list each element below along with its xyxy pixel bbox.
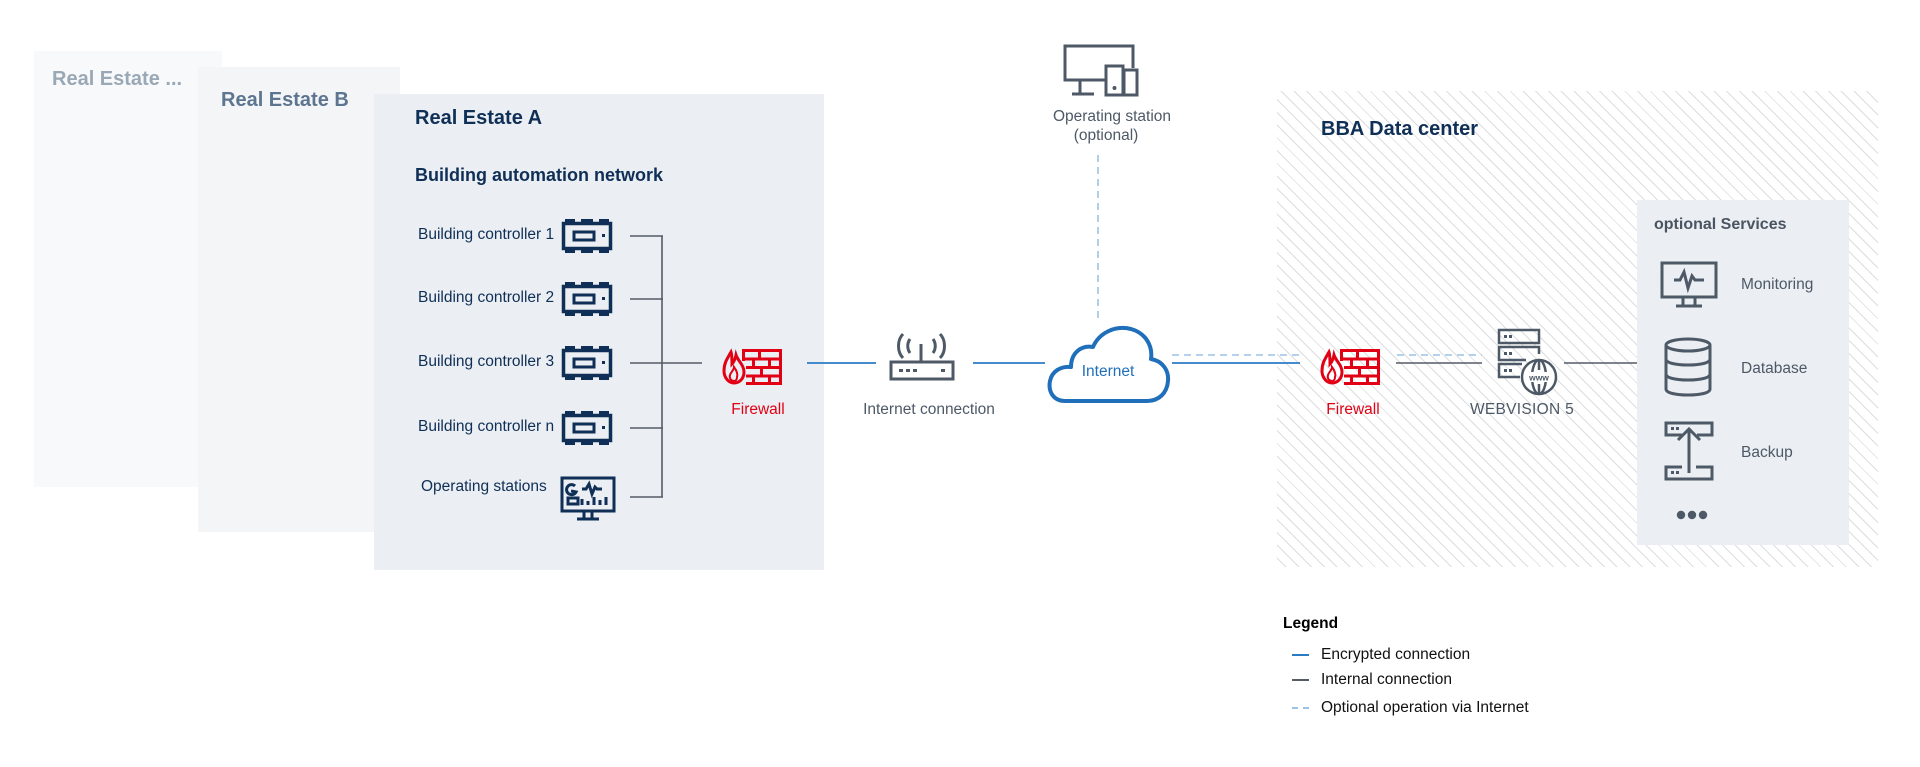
legend-item-encrypted: Encrypted connection <box>1292 645 1470 665</box>
controller-icon <box>561 282 613 321</box>
service-label-database: Database <box>1741 360 1808 377</box>
device-label: Building controller 2 <box>418 289 555 306</box>
internet-label: Internet <box>1081 363 1135 380</box>
data-center-title: BBA Data center <box>1321 118 1479 140</box>
real-estate-etc-title: Real Estate ... <box>52 68 183 90</box>
svg-text:www: www <box>1528 373 1549 383</box>
legend-item-internal: Internal connection <box>1292 670 1452 690</box>
cloud-icon <box>1047 326 1171 403</box>
real-estate-a-title: Real Estate A <box>415 107 543 129</box>
building-automation-network-title: Building automation network <box>415 165 663 185</box>
database-icon <box>1664 337 1712 397</box>
legend-title: Legend <box>1283 615 1339 632</box>
encrypted-line-swatch <box>1292 654 1309 656</box>
operating-station-label-line2: (optional) <box>1073 127 1139 144</box>
device-label: Building controller 1 <box>418 226 555 243</box>
firewall-a-label: Firewall <box>731 401 785 418</box>
real-estate-etc-panel <box>34 51 222 487</box>
webvision-server-icon: www <box>1497 328 1558 396</box>
legend-label: Internal connection <box>1321 671 1452 688</box>
internet-connection-label: Internet connection <box>863 401 995 418</box>
firewall-icon <box>722 348 782 385</box>
service-label-monitoring: Monitoring <box>1741 276 1814 293</box>
controller-icon <box>561 219 613 258</box>
desktop-tablet-icon <box>1063 44 1139 97</box>
real-estate-b-panel <box>198 67 400 532</box>
backup-icon <box>1664 421 1714 481</box>
optional-services-panel <box>1637 200 1849 545</box>
webvision-label: WEBVISION 5 <box>1469 401 1575 418</box>
controller-icon <box>561 411 613 450</box>
monitoring-icon <box>1660 261 1718 308</box>
legend-label: Optional operation via Internet <box>1321 699 1529 716</box>
service-label-backup: Backup <box>1741 444 1793 461</box>
device-label: Operating stations <box>421 478 547 495</box>
operating-station-label-line1: Operating station <box>1052 108 1172 125</box>
controller-icon <box>561 346 613 385</box>
real-estate-a-panel <box>374 94 824 570</box>
device-label: Building controller n <box>418 418 555 435</box>
dashboard-monitor-icon <box>560 476 616 527</box>
router-icon <box>889 332 955 381</box>
internal-line-swatch <box>1292 679 1309 681</box>
firewall-icon <box>1320 348 1380 385</box>
legend-item-optional: Optional operation via Internet <box>1292 698 1529 718</box>
optional-services-title: optional Services <box>1654 216 1787 233</box>
firewall-datacenter-label: Firewall <box>1326 401 1380 418</box>
legend-label: Encrypted connection <box>1321 646 1471 663</box>
device-label: Building controller 3 <box>418 353 555 370</box>
optional-line-swatch <box>1292 707 1309 709</box>
real-estate-b-title: Real Estate B <box>221 89 349 111</box>
more-dots-icon <box>1676 510 1708 520</box>
